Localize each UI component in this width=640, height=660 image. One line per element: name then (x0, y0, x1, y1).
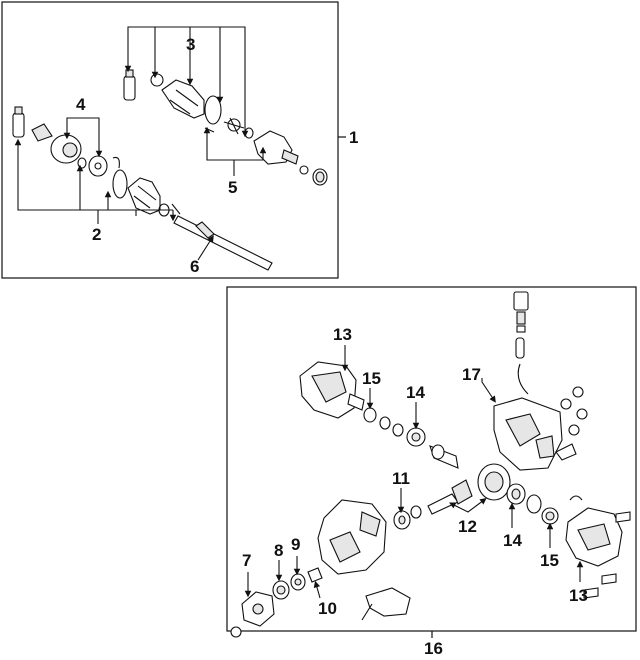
rear-cover-top (299, 361, 365, 419)
callout-9: 9 (291, 535, 300, 554)
pinion-bearing (393, 505, 422, 530)
bearing-right (506, 483, 526, 505)
callout-4: 4 (76, 95, 86, 114)
cover-bolts-right (583, 511, 631, 599)
ring-gear (477, 463, 511, 501)
callout-5: 5 (228, 178, 237, 197)
callout-15-right: 15 (540, 551, 559, 570)
seal-top (363, 407, 404, 437)
callout-2: 2 (92, 225, 101, 244)
callout-13-top: 13 (333, 325, 352, 344)
group-label-1: 1 (349, 128, 358, 147)
outer-ring-clip (77, 157, 87, 169)
grease-tube-inner (123, 69, 136, 101)
callout-15-top: 15 (362, 369, 381, 388)
dust-seal (312, 168, 328, 186)
callout-7: 7 (242, 551, 251, 570)
callout-3: 3 (186, 35, 195, 54)
group-label-16: 16 (424, 639, 443, 658)
callout-11: 11 (392, 469, 410, 488)
seal-right-parts (526, 494, 559, 525)
mount-bracket (361, 587, 411, 621)
side-gear-shaft (429, 444, 459, 469)
callout-10: 10 (318, 599, 337, 618)
bearing-top (406, 427, 426, 447)
nut-part (307, 567, 323, 583)
callout-14-right: 14 (503, 531, 522, 550)
outer-boot (127, 177, 161, 215)
carrier-case (317, 499, 387, 575)
callout-13-right: 13 (569, 586, 588, 605)
outer-cv-joint (31, 123, 82, 164)
callout-14-top: 14 (406, 383, 425, 402)
differential-frame (226, 286, 637, 632)
boot-band-outer (112, 156, 128, 199)
leader-lines-drive-shaft (14, 26, 267, 261)
bearing-left-part (290, 573, 306, 591)
inner-snap-ring (150, 73, 164, 87)
housing-plugs (555, 386, 588, 461)
callout-6: 6 (190, 257, 199, 276)
tripod-joint (223, 117, 245, 135)
vent-plug (513, 291, 529, 395)
callout-8: 8 (274, 541, 283, 560)
rear-cover-right (565, 495, 623, 567)
inner-clip (244, 127, 254, 139)
drive-pinion (427, 479, 473, 515)
inner-housing (253, 130, 299, 165)
companion-flange-part (230, 591, 275, 638)
inner-race-outer (88, 155, 108, 177)
inner-boot (161, 79, 205, 119)
axle-shaft (173, 215, 273, 271)
grease-tube-outer (12, 106, 25, 138)
differential-housing (493, 397, 563, 471)
drive-shaft-frame (1, 1, 339, 279)
callout-12: 12 (458, 517, 477, 536)
leader-lines-differential (244, 345, 584, 599)
boot-band-inner (204, 95, 222, 133)
housing-ring (299, 165, 309, 175)
seal-left-part (272, 580, 290, 600)
callout-17: 17 (462, 365, 481, 384)
